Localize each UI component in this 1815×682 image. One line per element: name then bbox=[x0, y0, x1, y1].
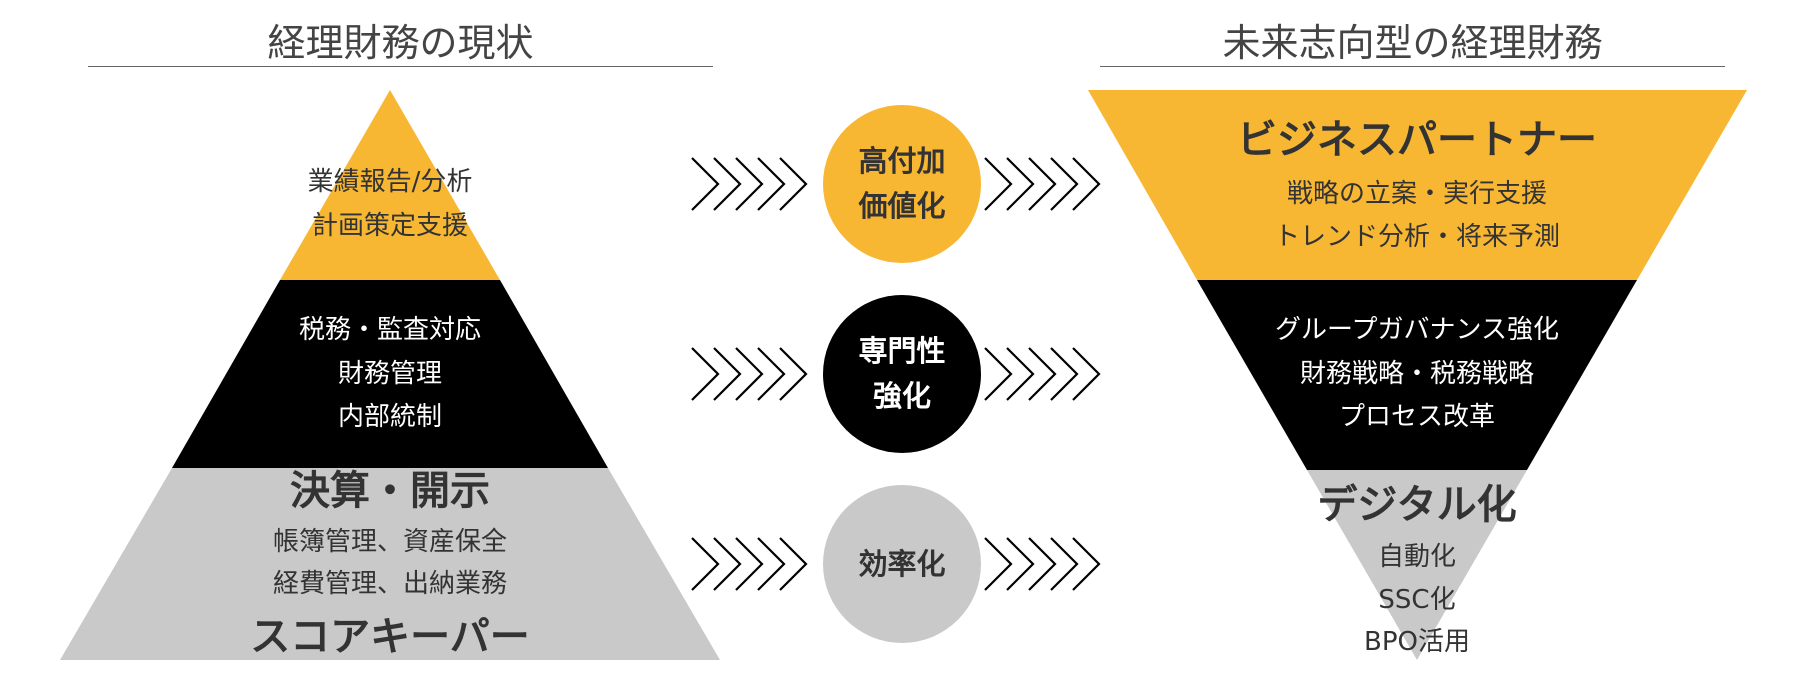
pyramid-bottom-footer: スコアキーパー bbox=[250, 614, 530, 660]
chevron-right-icon bbox=[1006, 537, 1035, 591]
chevron-right-icon bbox=[779, 347, 808, 401]
funnel-bottom-line-1: 自動化 bbox=[1377, 542, 1456, 572]
chevron-right-icon bbox=[691, 537, 720, 591]
transition-circle-efficiency: 効率化 bbox=[823, 485, 981, 643]
funnel-top-heading: ビジネスパートナー bbox=[1237, 117, 1597, 163]
chevron-right-icon bbox=[735, 347, 764, 401]
chevron-right-icon bbox=[984, 157, 1013, 211]
funnel-bottom-line-2: SSC化 bbox=[1378, 585, 1456, 615]
chevron-right-icon bbox=[1028, 537, 1057, 591]
transition-circle-value-add: 高付加 価値化 bbox=[823, 105, 981, 263]
chevron-right-icon bbox=[1006, 157, 1035, 211]
chevron-right-icon bbox=[1028, 347, 1057, 401]
chevron-right-icon bbox=[1072, 537, 1101, 591]
pyramid-middle-line-1: 税務・監査対応 bbox=[298, 315, 481, 345]
current-state-title-underline bbox=[88, 66, 713, 67]
chevron-right-icon bbox=[713, 347, 742, 401]
chevron-right-icon bbox=[1072, 157, 1101, 211]
transition-circle-expertise: 専門性 強化 bbox=[823, 295, 981, 453]
chevron-right-icon bbox=[1006, 347, 1035, 401]
funnel-middle-line-1: グループガバナンス強化 bbox=[1275, 315, 1559, 345]
pyramid-top-tier bbox=[280, 90, 500, 280]
pyramid-bottom-line-1: 帳簿管理、資産保全 bbox=[272, 527, 507, 557]
chevron-right-icon bbox=[757, 157, 786, 211]
funnel-bottom-line-3: BPO活用 bbox=[1364, 627, 1470, 657]
chevron-right-icon bbox=[1028, 157, 1057, 211]
chevron-right-icon bbox=[713, 537, 742, 591]
funnel-bottom-tier bbox=[1307, 470, 1527, 660]
pyramid-middle-line-2: 財務管理 bbox=[337, 359, 442, 389]
chevron-right-icon bbox=[735, 157, 764, 211]
pyramid-middle-tier bbox=[172, 280, 608, 468]
pyramid-middle-line-3: 内部統制 bbox=[337, 402, 442, 432]
funnel-top-tier bbox=[1088, 90, 1747, 280]
chevron-right-icon bbox=[984, 347, 1013, 401]
chevron-right-icon bbox=[984, 537, 1013, 591]
current-state-title: 経理財務の現状 bbox=[267, 21, 534, 65]
pyramid-bottom-tier bbox=[60, 468, 720, 660]
pyramid-bottom-line-2: 経費管理、出納業務 bbox=[272, 569, 507, 599]
funnel-top-line-2: トレンド分析・将来予測 bbox=[1273, 222, 1560, 252]
chevron-right-icon bbox=[1072, 347, 1101, 401]
chevron-right-icon bbox=[757, 537, 786, 591]
future-state-title: 未来志向型の経理財務 bbox=[1222, 21, 1603, 65]
pyramid-top-line-2: 計画策定支援 bbox=[311, 211, 468, 241]
pyramid-top-line-1: 業績報告/分析 bbox=[307, 167, 473, 197]
funnel-top-line-1: 戦略の立案・実行支援 bbox=[1286, 179, 1547, 209]
funnel-middle-line-2: 財務戦略・税務戦略 bbox=[1299, 359, 1534, 389]
chevron-right-icon bbox=[735, 537, 764, 591]
transition-circle-line-1: 効率化 bbox=[858, 546, 946, 581]
chevron-right-icon bbox=[691, 347, 720, 401]
chevron-right-icon bbox=[691, 157, 720, 211]
funnel-bottom-heading: デジタル化 bbox=[1317, 482, 1517, 528]
chevron-right-icon bbox=[1050, 347, 1079, 401]
future-state-title-underline bbox=[1100, 66, 1725, 67]
chevron-right-icon bbox=[779, 537, 808, 591]
pyramid-bottom-heading: 決算・開示 bbox=[290, 468, 490, 514]
chevron-right-icon bbox=[779, 157, 808, 211]
chevron-right-icon bbox=[1050, 157, 1079, 211]
transition-circle-line-1: 高付加 bbox=[858, 144, 946, 179]
transition-circle-line-2: 価値化 bbox=[858, 189, 946, 223]
chevron-right-icon bbox=[713, 157, 742, 211]
funnel-middle-tier bbox=[1197, 280, 1637, 470]
funnel-middle-line-3: プロセス改革 bbox=[1338, 402, 1495, 432]
chevron-right-icon bbox=[757, 347, 786, 401]
transition-circle-line-2: 強化 bbox=[872, 379, 931, 413]
transition-circle-line-1: 専門性 bbox=[858, 334, 946, 369]
chevron-right-icon bbox=[1050, 537, 1079, 591]
